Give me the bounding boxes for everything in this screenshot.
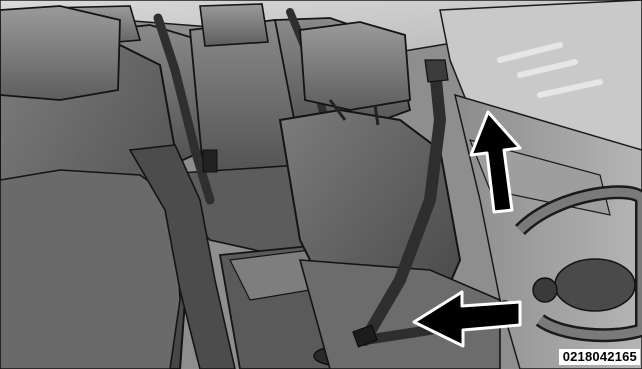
rear-headrest-center bbox=[200, 4, 268, 46]
ignition-knob bbox=[533, 278, 557, 302]
image-code-label: 0218042165 bbox=[559, 349, 640, 365]
front-left-seat-cushion bbox=[0, 170, 180, 369]
rear-buckle bbox=[203, 150, 217, 172]
belt-anchor bbox=[425, 60, 448, 82]
steering-hub bbox=[555, 259, 635, 311]
front-left-headrest bbox=[0, 6, 120, 100]
front-right-headrest bbox=[300, 22, 410, 110]
